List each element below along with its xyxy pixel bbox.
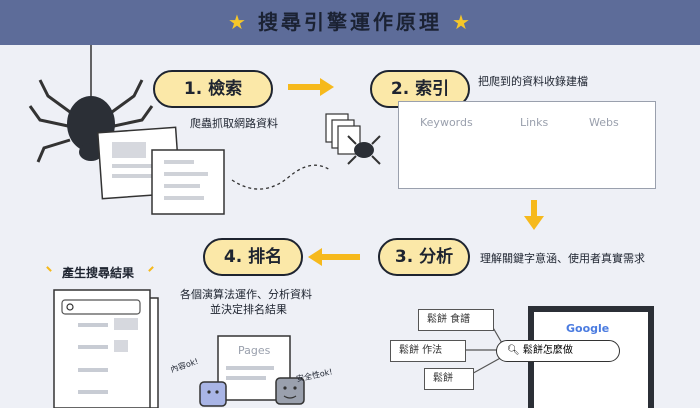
- pages-card-title: Pages: [238, 344, 271, 357]
- step-3-pill: 3. 分析: [378, 238, 470, 276]
- crawl-note: 爬蟲抓取網路資料: [190, 117, 278, 130]
- keyword-box: 鬆餅 作法: [390, 340, 466, 362]
- star-icon: ★: [452, 10, 470, 34]
- pages-card-icon: [199, 335, 305, 407]
- rank-note-line1: 各個演算法運作、分析資料: [180, 288, 312, 301]
- results-label-marks: [46, 266, 154, 272]
- search-icon: 🔍︎: [507, 345, 520, 356]
- arrow-step1-to-step2: [288, 78, 334, 96]
- results-label: 產生搜尋結果: [62, 266, 135, 280]
- search-input[interactable]: 🔍︎ 鬆餅怎麼做: [496, 340, 620, 362]
- spider-icon: [28, 79, 154, 163]
- trail-line: [231, 164, 331, 190]
- star-icon: ★: [228, 10, 246, 34]
- column-keywords: Keywords: [420, 116, 473, 129]
- index-note: 把爬到的資料收錄建檔: [478, 75, 588, 88]
- rank-note-line2: 並決定排名結果: [210, 303, 287, 316]
- keyword-box: 鬆餅: [424, 368, 474, 390]
- document-stack-icon: [96, 126, 225, 215]
- search-query: 鬆餅怎麼做: [522, 345, 573, 356]
- small-spider-icon: [325, 113, 381, 165]
- index-panel: [398, 101, 656, 189]
- step-4-pill: 4. 排名: [203, 238, 303, 276]
- results-page-icon: [53, 289, 159, 408]
- step-1-pill: 1. 檢索: [153, 70, 273, 108]
- column-links: Links: [520, 116, 549, 129]
- header-banner: [0, 0, 700, 45]
- page-title: 搜尋引擎運作原理: [258, 10, 442, 34]
- arrow-step2-to-step3: [524, 200, 544, 230]
- column-webs: Webs: [589, 116, 619, 129]
- keyword-box: 鬆餅 食譜: [418, 309, 494, 331]
- google-logo: Google: [566, 322, 610, 335]
- arrow-step3-to-step4: [308, 248, 360, 266]
- analyze-note: 理解關鍵字意涵、使用者真實需求: [480, 252, 645, 265]
